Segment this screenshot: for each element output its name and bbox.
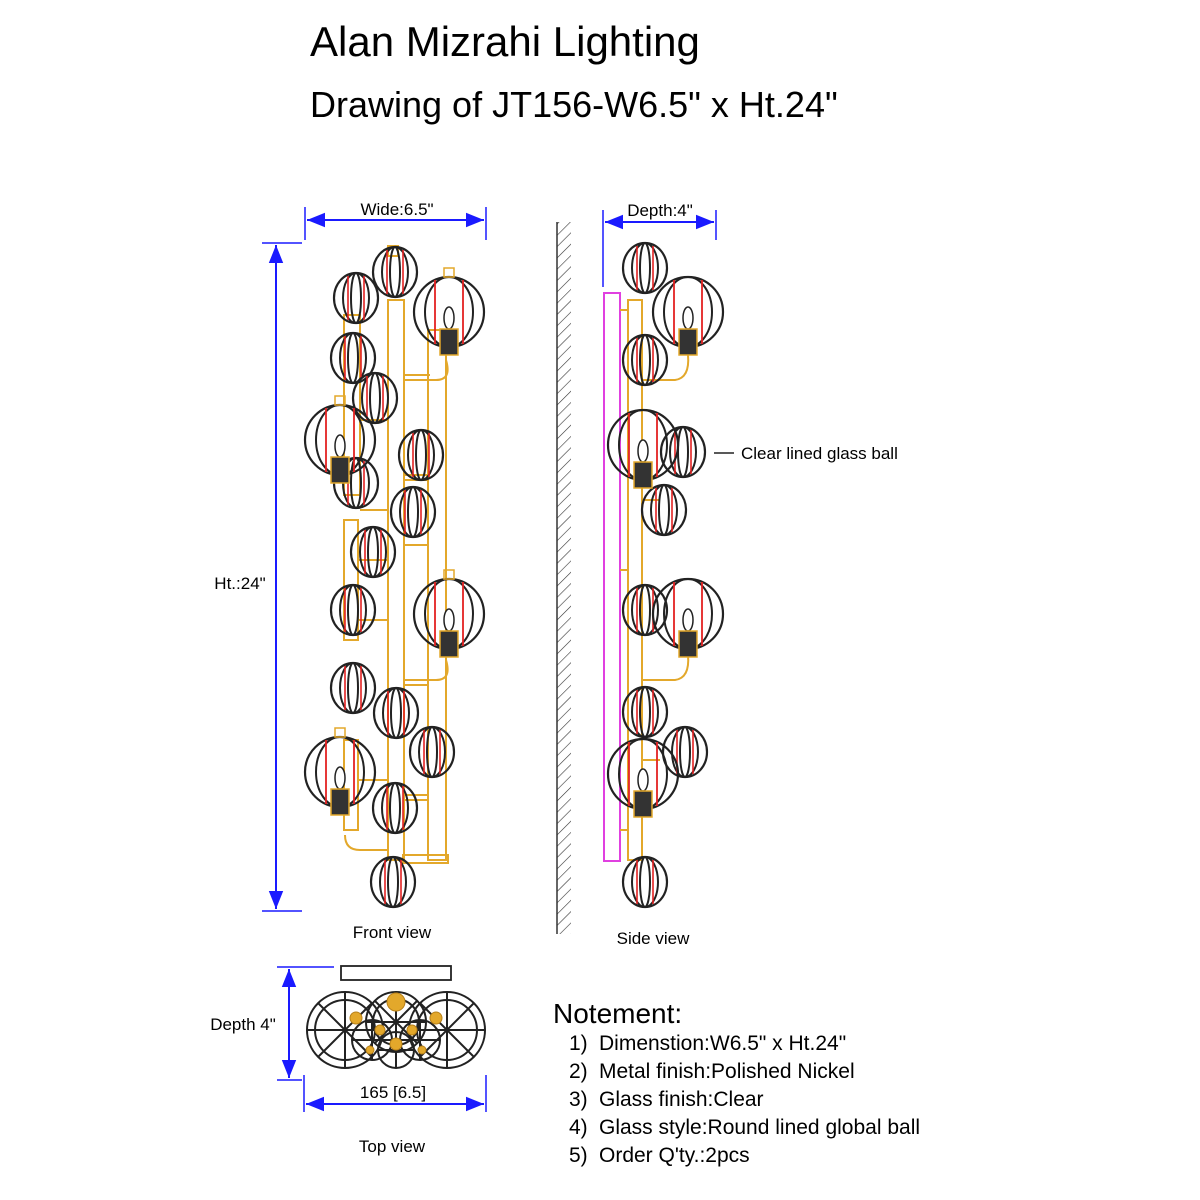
glass-ball xyxy=(351,371,399,425)
note-text: Glass style:Round lined global ball xyxy=(599,1116,921,1139)
glass-ball-with-bulb xyxy=(606,408,680,489)
top-depth-dimension: Depth 4" xyxy=(210,966,334,1081)
glass-ball xyxy=(408,725,456,779)
front-height-dimension: Ht.:24" xyxy=(214,242,302,912)
glass-ball-with-bulb xyxy=(651,275,725,356)
glass-ball-with-bulb xyxy=(303,395,377,484)
front-width-dimension: Wide:6.5" xyxy=(304,200,487,240)
glass-ball-with-bulb xyxy=(651,577,725,658)
top-backplate xyxy=(340,965,452,981)
note-item: 1) Dimenstion:W6.5" x Ht.24" xyxy=(569,1030,920,1058)
top-frame xyxy=(349,992,443,1055)
glass-ball xyxy=(640,483,688,537)
note-item: 4) Glass style:Round lined global ball xyxy=(569,1114,920,1142)
note-number: 4) xyxy=(569,1116,588,1139)
glass-ball xyxy=(621,583,669,637)
side-large-globes xyxy=(606,275,725,818)
glass-ball xyxy=(621,855,669,909)
top-depth-label: Depth 4" xyxy=(210,1015,276,1034)
note-text: Order Q'ty.:2pcs xyxy=(599,1144,750,1167)
side-depth-dimension: Depth:4" xyxy=(602,201,717,287)
glass-ball-with-bulb xyxy=(303,727,377,816)
notes-list: 1) Dimenstion:W6.5" x Ht.24" 2) Metal fini… xyxy=(569,1030,920,1170)
front-height-label: Ht.:24" xyxy=(214,574,265,593)
note-text: Dimenstion:W6.5" x Ht.24" xyxy=(599,1032,847,1055)
top-view-label: Top view xyxy=(359,1137,426,1156)
wall-hatch xyxy=(556,222,571,934)
glass-ball xyxy=(397,428,445,482)
note-text: Metal finish:Polished Nickel xyxy=(599,1060,855,1083)
top-width-dimension: 165 [6.5] xyxy=(303,1075,487,1112)
side-view: Depth:4" xyxy=(556,201,898,948)
top-view: Depth 4" 165 [6.5] Top vie xyxy=(210,965,487,1156)
top-width-label: 165 [6.5] xyxy=(360,1083,426,1102)
notes-title: Notement: xyxy=(553,998,683,1029)
note-number: 1) xyxy=(569,1032,588,1055)
note-item: 2) Metal finish:Polished Nickel xyxy=(569,1058,920,1086)
glass-ball xyxy=(371,245,419,299)
glass-ball-with-bulb xyxy=(412,267,486,356)
drawing-subtitle: Drawing of JT156-W6.5" x Ht.24" xyxy=(310,84,838,125)
front-view: Wide:6.5" Ht.:24" xyxy=(214,200,487,942)
glass-ball-with-bulb xyxy=(412,569,486,658)
glass-ball xyxy=(659,425,707,479)
wall-canopy xyxy=(603,292,621,862)
front-large-globes xyxy=(303,267,486,816)
callout-label: Clear lined glass ball xyxy=(741,444,898,463)
glass-ball-with-bulb xyxy=(606,737,680,818)
note-item: 5) Order Q'ty.:2pcs xyxy=(569,1142,920,1170)
note-text: Glass finish:Clear xyxy=(599,1088,764,1111)
side-view-label: Side view xyxy=(617,929,690,948)
note-item: 3) Glass finish:Clear xyxy=(569,1086,920,1114)
front-small-globes xyxy=(329,245,456,909)
glass-ball xyxy=(621,241,669,295)
glass-ball xyxy=(621,333,669,387)
glass-ball xyxy=(349,525,397,579)
note-number: 2) xyxy=(569,1060,588,1083)
glass-ball xyxy=(621,685,669,739)
note-number: 3) xyxy=(569,1088,588,1111)
glass-ball xyxy=(661,725,709,779)
drawing-title: Alan Mizrahi Lighting xyxy=(310,18,700,65)
glass-ball xyxy=(369,855,417,909)
note-number: 5) xyxy=(569,1144,588,1167)
glass-ball xyxy=(329,331,377,385)
glass-ball xyxy=(389,485,437,539)
glass-ball xyxy=(329,583,377,637)
glass-ball xyxy=(372,686,420,740)
side-depth-label: Depth:4" xyxy=(627,201,693,220)
front-view-label: Front view xyxy=(353,923,432,942)
glass-ball xyxy=(329,661,377,715)
side-small-globes xyxy=(621,241,709,909)
front-width-label: Wide:6.5" xyxy=(360,200,433,219)
glass-ball xyxy=(332,271,380,325)
glass-ball xyxy=(371,781,419,835)
